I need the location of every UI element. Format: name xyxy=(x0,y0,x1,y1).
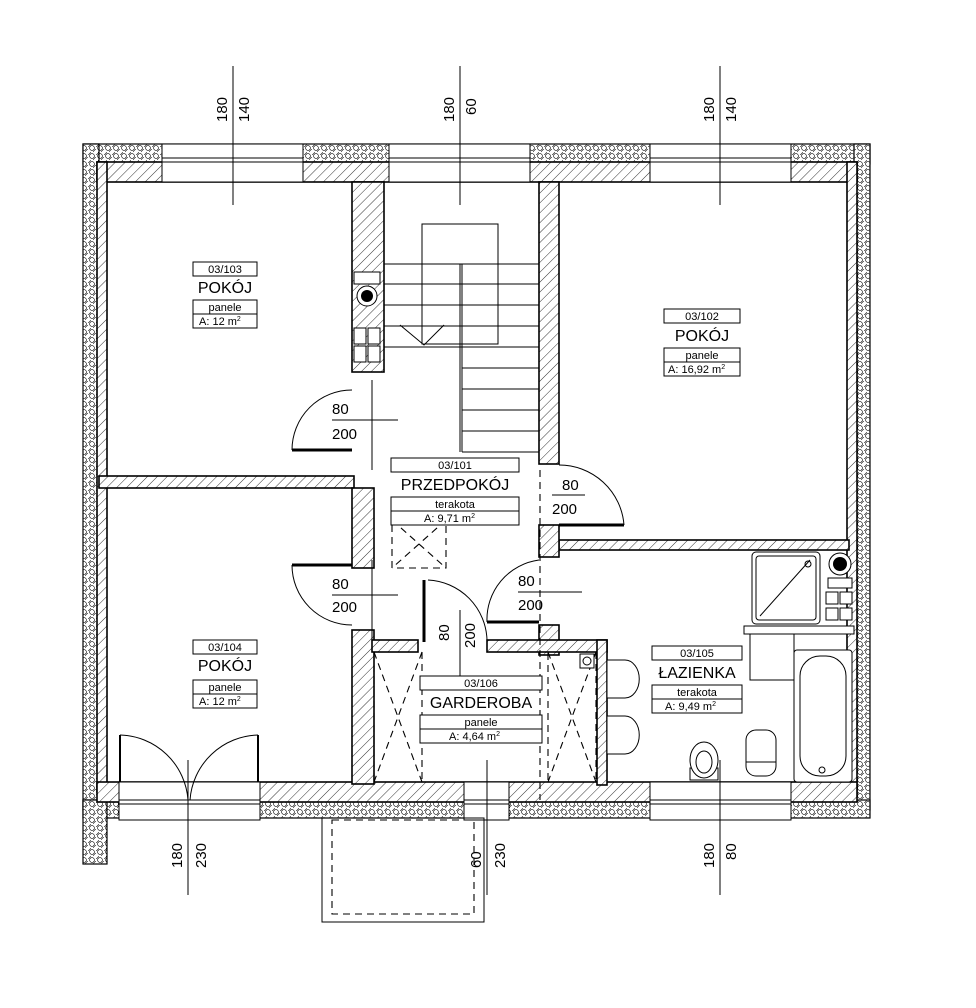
shower xyxy=(751,551,821,625)
room-area: A: 12 m2 xyxy=(199,696,241,708)
room-area: A: 16,92 m2 xyxy=(668,364,725,376)
room-floor: panele xyxy=(464,717,497,729)
room-area: A: 12 m2 xyxy=(199,316,241,328)
door-dims: 80 200 80 200 80 200 80 200 80 200 xyxy=(332,401,585,680)
toilet xyxy=(689,741,719,781)
window-top-1-sill: 140 xyxy=(236,97,253,122)
window-bottom-3-height: 180 xyxy=(701,843,718,868)
room-name: POKÓJ xyxy=(198,656,252,675)
window-dims-bottom: 180 230 60 230 180 80 xyxy=(169,760,740,895)
room-id: 03/105 xyxy=(680,648,714,660)
window-bottom-1 xyxy=(118,781,261,821)
room-name: GARDEROBA xyxy=(430,695,533,712)
door-3 xyxy=(558,464,625,527)
room-label-03-103: 03/103 POKÓJ panele A: 12 m2 xyxy=(192,261,258,329)
door-5 xyxy=(422,579,488,642)
room-label-03-102: 03/102 POKÓJ panele A: 16,92 m2 xyxy=(663,308,741,377)
sinks xyxy=(606,659,640,755)
door-1-width: 80 xyxy=(332,401,349,418)
room-label-03-106: 03/106 GARDEROBA panele A: 4,64 m2 xyxy=(419,675,543,744)
counter xyxy=(743,625,855,681)
balcony xyxy=(321,817,485,923)
room-label-03-104: 03/104 POKÓJ panele A: 12 m2 xyxy=(192,639,258,709)
balcony-inner xyxy=(331,819,475,915)
room-floor: panele xyxy=(208,302,241,314)
window-top-3-height: 180 xyxy=(701,97,718,122)
room-name: POKÓJ xyxy=(675,326,729,345)
door-3-height: 200 xyxy=(552,501,577,518)
window-bottom-2-height: 60 xyxy=(468,851,485,868)
room-id: 03/104 xyxy=(208,642,242,654)
door-2-width: 80 xyxy=(332,576,349,593)
room-floor: terakota xyxy=(677,687,718,699)
room-id: 03/102 xyxy=(685,311,719,323)
room-name: PRZEDPOKÓJ xyxy=(401,475,509,494)
room-area: A: 4,64 m2 xyxy=(449,731,500,743)
boiler xyxy=(825,552,853,621)
door-4-height: 200 xyxy=(518,597,543,614)
door-1-height: 200 xyxy=(332,426,357,443)
window-top-2-sill: 60 xyxy=(463,98,480,115)
room-floor: panele xyxy=(208,682,241,694)
room-name: ŁAZIENKA xyxy=(658,665,736,682)
room-label-03-105: 03/105 ŁAZIENKA terakota A: 9,49 m2 xyxy=(651,645,743,714)
room-label-03-101: 03/101 PRZEDPOKÓJ terakota A: 9,71 m2 xyxy=(390,457,520,526)
door-4 xyxy=(486,559,540,624)
room-id: 03/103 xyxy=(208,264,242,276)
door-4-width: 80 xyxy=(518,573,535,590)
room-id: 03/106 xyxy=(464,678,498,690)
bathtub xyxy=(793,649,853,783)
window-top-2-height: 180 xyxy=(441,97,458,122)
washing-machine xyxy=(579,653,595,669)
window-bottom-1-sill: 230 xyxy=(193,843,210,868)
ventilation-ducts xyxy=(353,271,381,363)
window-bottom-1-height: 180 xyxy=(169,843,186,868)
door-5-width: 80 xyxy=(436,624,453,641)
door-2 xyxy=(291,560,373,640)
staircase xyxy=(384,223,539,453)
room-floor: panele xyxy=(685,350,718,362)
room-area: A: 9,71 m2 xyxy=(424,513,475,525)
room-area: A: 9,49 m2 xyxy=(665,701,716,713)
window-dims-top: 180 140 180 60 180 140 xyxy=(214,66,740,205)
window-top-3-sill: 140 xyxy=(723,97,740,122)
room-floor: terakota xyxy=(435,499,476,511)
door-5-height: 200 xyxy=(462,623,479,648)
door-2-height: 200 xyxy=(332,599,357,616)
bidet xyxy=(745,729,777,777)
balcony-door xyxy=(119,734,259,801)
door-3-width: 80 xyxy=(562,477,579,494)
room-id: 03/101 xyxy=(438,460,472,472)
door-1 xyxy=(291,380,373,470)
window-top-1-height: 180 xyxy=(214,97,231,122)
room-name: POKÓJ xyxy=(198,278,252,297)
window-bottom-3-sill: 80 xyxy=(723,843,740,860)
window-bottom-2-sill: 230 xyxy=(492,843,509,868)
